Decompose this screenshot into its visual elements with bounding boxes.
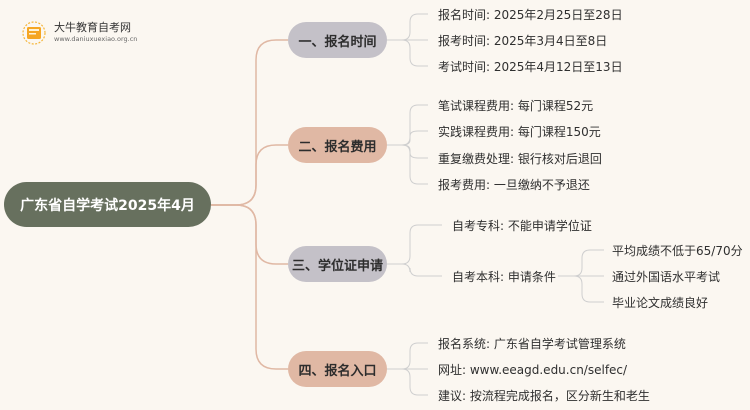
category-degree-application: 三、学位证申请 [288, 246, 387, 282]
sub-thesis-score: 毕业论文成绩良好 [612, 296, 709, 310]
root-node: 广东省自学考试2025年4月 [4, 182, 211, 227]
sub-foreign-language: 通过外国语水平考试 [612, 270, 721, 284]
leaf-written-fee: 笔试课程费用: 每门课程52元 [438, 99, 594, 113]
connector-root-cat1 [211, 39, 288, 206]
site-logo: 大牛教育自考网 www.daniuxuexiao.org.cn [20, 18, 140, 48]
category-registration-entry: 四、报名入口 [288, 351, 387, 387]
connector-cat2-leaf2 [387, 130, 428, 146]
leaf-associate-degree: 自考专科: 不能申请学位证 [452, 219, 592, 233]
leaf-practice-fee: 实践课程费用: 每门课程150元 [438, 125, 601, 139]
leaf-bachelor-conditions: 自考本科: 申请条件 [452, 270, 556, 284]
connector-cat1-leaf3 [387, 39, 428, 67]
leaf-duplicate-payment: 重复缴费处理: 银行核对后退回 [438, 152, 602, 166]
logo-url: www.daniuxuexiao.org.cn [54, 35, 138, 43]
connector-cat4-leaf3 [387, 368, 428, 396]
connector-cat3-leaf1 [387, 224, 442, 265]
leaf-registration-system: 报名系统: 广东省自学考试管理系统 [438, 337, 626, 351]
connector-cat3-leaf2 [387, 263, 442, 277]
leaf-exam-signup-period: 报考时间: 2025年3月4日至8日 [438, 34, 608, 48]
connector-root-cat2 [211, 144, 288, 206]
category-registration-time: 一、报名时间 [288, 22, 387, 58]
leaf-suggestion: 建议: 按流程完成报名，区分新生和老生 [438, 389, 650, 403]
connector-cat4-leaf1 [387, 342, 428, 370]
leaf-website: 网址: www.eeagd.edu.cn/selfec/ [438, 363, 628, 377]
category-registration-fee: 二、报名费用 [288, 127, 387, 163]
connector-sub-1 [558, 249, 604, 277]
connector-root-cat3 [211, 204, 288, 265]
leaf-registration-period: 报名时间: 2025年2月25日至28日 [438, 8, 623, 22]
connector-cat2-leaf1 [387, 104, 428, 146]
book-logo-icon [22, 21, 46, 45]
connector-cat2-leaf4 [387, 144, 428, 185]
connector-root-cat4 [211, 204, 288, 370]
leaf-no-refund: 报考费用: 一旦缴纳不予退还 [438, 178, 590, 192]
connector-sub-3 [558, 275, 604, 303]
connector-cat1-leaf1 [387, 13, 428, 41]
leaf-exam-period: 考试时间: 2025年4月12日至13日 [438, 60, 623, 74]
logo-title: 大牛教育自考网 [54, 21, 131, 34]
sub-average-score: 平均成绩不低于65/70分 [612, 244, 743, 258]
